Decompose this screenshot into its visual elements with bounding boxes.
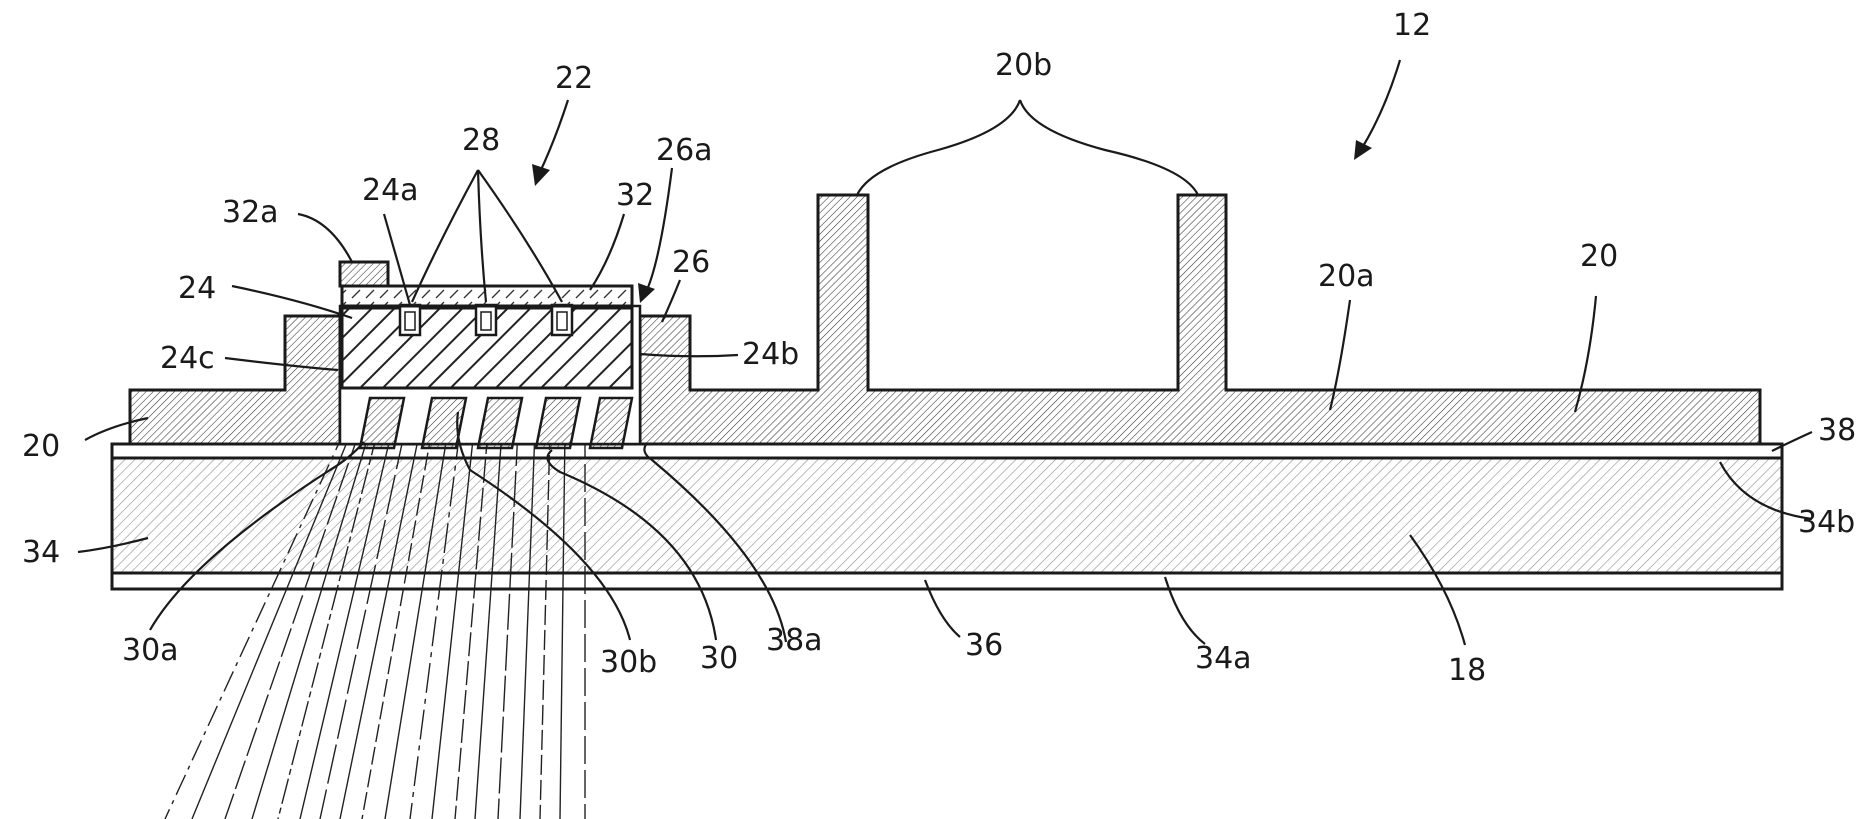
label-34: 34 xyxy=(22,535,60,570)
label-32a: 32a xyxy=(222,195,279,230)
label-24b: 24b xyxy=(742,337,799,372)
substrate-diagonal-hatch-18 xyxy=(112,458,1782,573)
label-26a: 26a xyxy=(656,133,713,168)
label-30b: 30b xyxy=(600,645,657,680)
label-34b: 34b xyxy=(1798,505,1855,540)
label-20-right: 20 xyxy=(1580,239,1618,274)
label-30a: 30a xyxy=(122,633,179,668)
label-20-left: 20 xyxy=(22,429,60,464)
label-20b: 20b xyxy=(995,48,1052,83)
label-24c: 24c xyxy=(160,341,215,376)
clip-32a xyxy=(340,262,388,286)
label-12: 12 xyxy=(1393,8,1431,43)
label-30: 30 xyxy=(700,641,738,676)
label-38a: 38a xyxy=(766,623,823,658)
label-26: 26 xyxy=(672,245,710,280)
bottom-layer-36 xyxy=(112,573,1782,589)
label-22: 22 xyxy=(555,61,593,96)
label-34a: 34a xyxy=(1195,641,1252,676)
cover-plate-32 xyxy=(342,286,632,306)
label-24a: 24a xyxy=(362,173,419,208)
label-18: 18 xyxy=(1448,653,1486,688)
label-32: 32 xyxy=(616,178,654,213)
label-38: 38 xyxy=(1818,413,1856,448)
label-24: 24 xyxy=(178,271,216,306)
label-28: 28 xyxy=(462,123,500,158)
label-20a: 20a xyxy=(1318,259,1375,294)
label-36: 36 xyxy=(965,628,1003,663)
